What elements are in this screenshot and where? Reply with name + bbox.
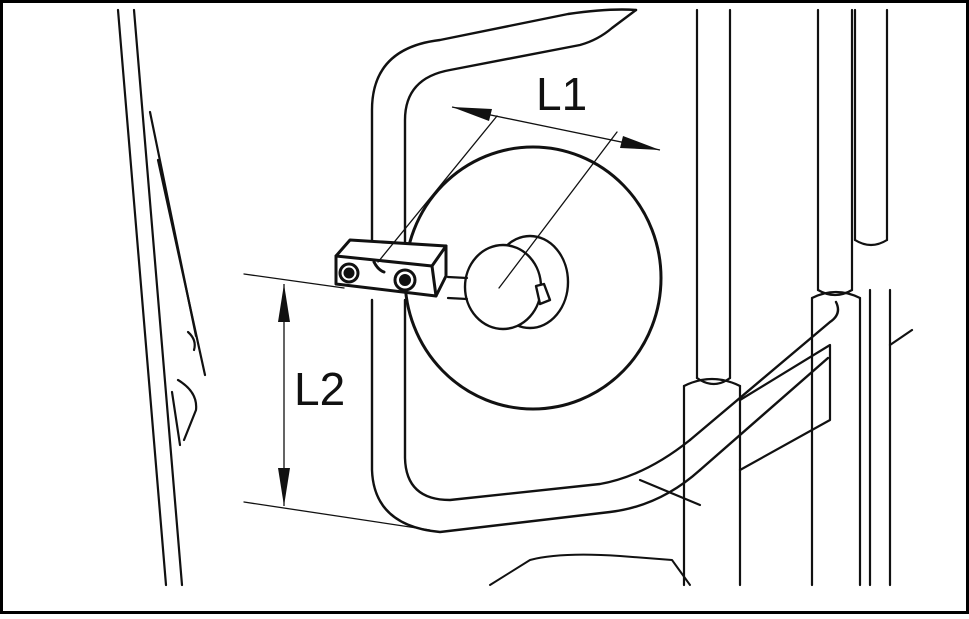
connecting-rod: [446, 275, 469, 301]
base-contour: [489, 553, 691, 586]
l1-dimension-arrow: [451, 106, 661, 151]
hub-knob: [463, 234, 570, 331]
l1-leader-lines: [377, 115, 618, 289]
left-tilted-column: [116, 8, 207, 587]
l2-dimension-arrow: [278, 284, 290, 506]
l1-label: L1: [536, 68, 587, 120]
l2-label: L2: [294, 363, 345, 415]
bent-tube-frame: [370, 8, 840, 534]
l2-reference-lines: [243, 273, 431, 531]
clamp-block: [334, 238, 448, 298]
right-posts: [638, 8, 914, 587]
